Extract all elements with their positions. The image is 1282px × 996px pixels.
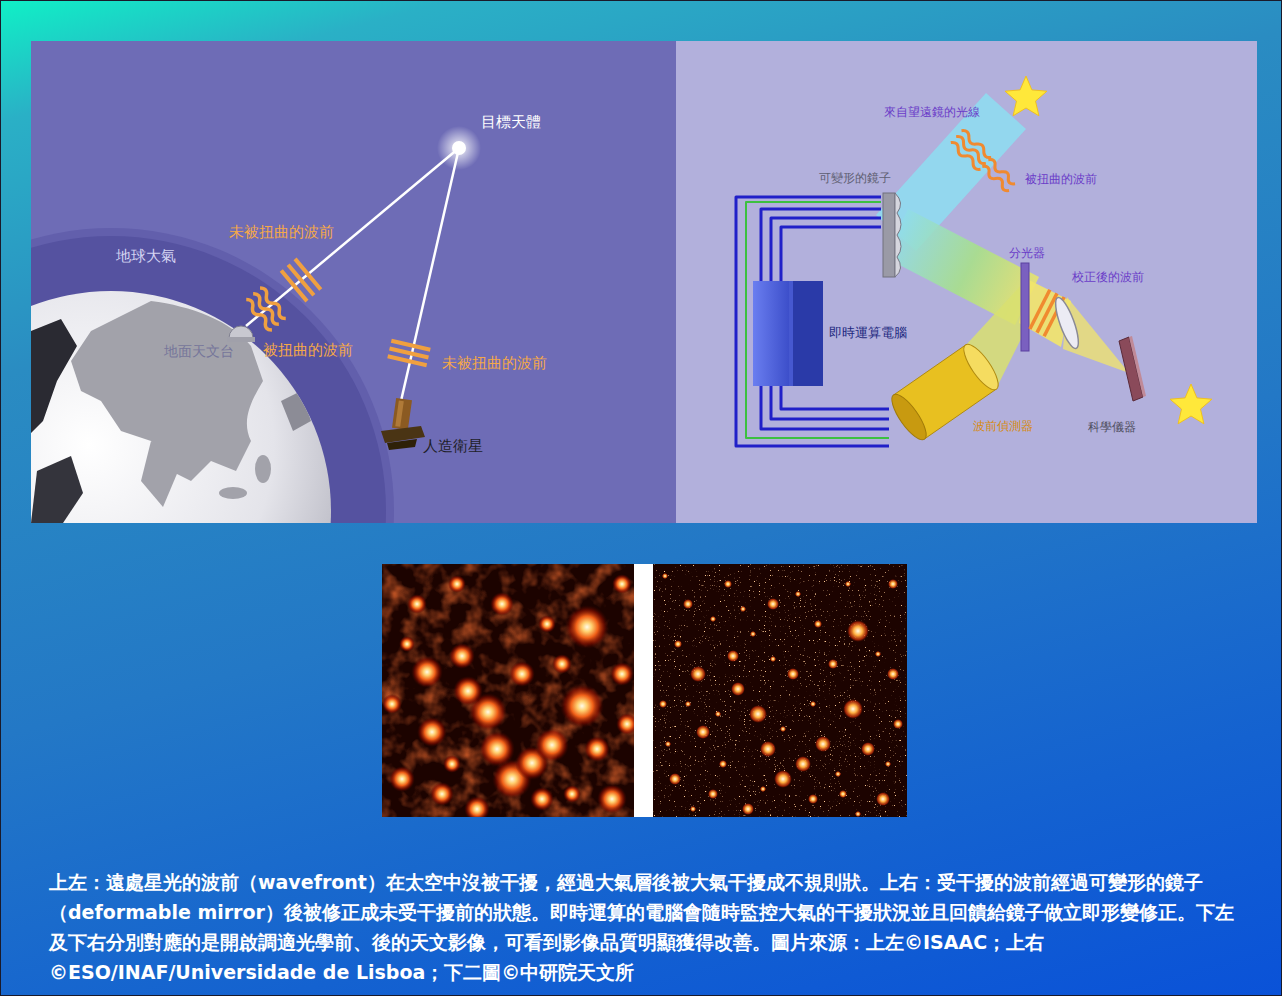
star-icon <box>1005 76 1047 116</box>
wire-bundle <box>761 386 889 429</box>
star-icon <box>1170 384 1212 424</box>
panel-label: 被扭曲的波前 <box>263 341 353 359</box>
wire-bundle <box>736 197 889 446</box>
panel-label: 地球大氣 <box>116 247 176 265</box>
node-label: 即時運算電腦 <box>829 325 907 341</box>
deformable-mirror: 可變形的鏡子 <box>881 191 907 279</box>
wire <box>771 218 881 281</box>
wire-bundle <box>761 209 881 281</box>
wavefront-sensor: 波前偵測器 <box>889 339 1001 451</box>
distorted-wavefront <box>244 286 288 332</box>
panel-label: 科學儀器 <box>1088 420 1136 434</box>
computer-block <box>753 281 823 386</box>
wire <box>761 209 881 281</box>
lens <box>1051 295 1083 351</box>
panel-label: 被扭曲的波前 <box>1025 172 1097 186</box>
node-label: 波前偵測器 <box>973 419 1033 433</box>
satellite <box>381 398 425 450</box>
globe <box>31 291 331 523</box>
continents <box>31 301 311 523</box>
image-divider <box>634 564 653 817</box>
panel-label: 來自望遠鏡的光線 <box>884 105 980 119</box>
wire <box>781 227 881 281</box>
panel-label: 未被扭曲的波前 <box>229 223 334 241</box>
wire <box>746 202 889 438</box>
mirror-shape <box>881 191 907 279</box>
wire <box>736 197 889 446</box>
panel-label: 地面天文台 <box>164 343 234 360</box>
panel-label: 人造衛星 <box>423 437 483 455</box>
wire <box>761 386 889 429</box>
wire <box>781 386 889 409</box>
sensor-cylinder <box>889 339 1001 451</box>
flat-wavefront <box>281 259 321 301</box>
distorted-wavefront <box>980 158 1017 193</box>
observatory-base <box>227 337 255 342</box>
node-label: 可變形的鏡子 <box>819 171 891 185</box>
beam-splitter <box>1021 263 1029 351</box>
computer-box: 即時運算電腦 <box>753 281 823 386</box>
wire <box>771 386 889 419</box>
image-before-ao <box>382 564 638 822</box>
panel-label: 目標天體 <box>481 113 541 131</box>
panel-label: 分光器 <box>1009 246 1045 260</box>
flat-wavefront <box>388 341 431 366</box>
earth <box>31 228 394 523</box>
atmosphere-edge <box>31 228 394 523</box>
panel-label: 校正後的波前 <box>1072 270 1144 284</box>
atmosphere <box>31 236 386 523</box>
star-glow <box>437 126 481 170</box>
observatory-dome <box>229 326 253 338</box>
target-star <box>452 141 466 155</box>
right-panel <box>676 41 1257 523</box>
science-instrument-edge <box>1129 336 1146 397</box>
image-after-ao <box>653 564 907 817</box>
caption: 上左：遠處星光的波前（wavefront）在太空中沒被干擾，經過大氣層後被大氣干… <box>49 867 1245 987</box>
panel-label: 未被扭曲的波前 <box>442 354 547 372</box>
